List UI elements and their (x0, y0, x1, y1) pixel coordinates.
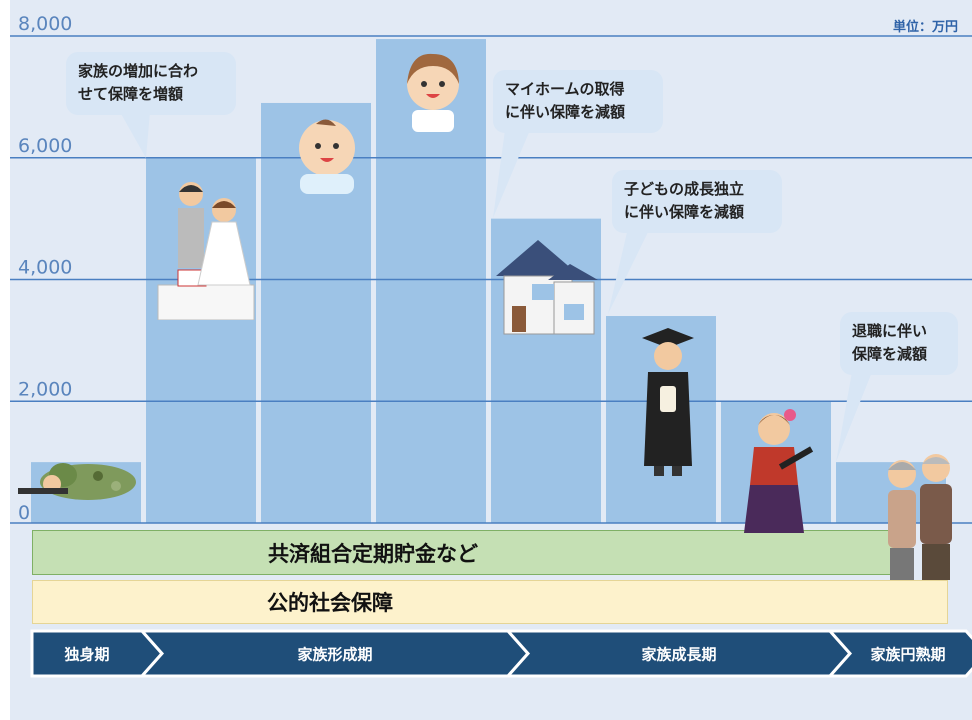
callout-tail-0 (120, 112, 150, 158)
y-tick-label-4: 0 (18, 502, 30, 524)
soldier-icon (18, 463, 136, 500)
callout-tail-3 (836, 372, 872, 462)
stage-label-3: 家族円熟期 (870, 646, 945, 664)
y-tick-label-2: 4,000 (18, 257, 72, 279)
callout-tail-1 (493, 130, 530, 218)
y-tick-label-3: 2,000 (18, 378, 72, 400)
y-tick-label-0: 8,000 (18, 13, 72, 35)
elderly-couple-icon (888, 454, 952, 580)
graduate-icon (642, 328, 694, 476)
mutual-aid-band: 共済組合定期貯金など (32, 530, 904, 575)
stage-label-0: 独身期 (64, 646, 109, 664)
baby-icon (299, 119, 355, 194)
hakama-student-icon (744, 409, 814, 533)
callout-tail-2 (608, 228, 650, 314)
stage-arrow-3 (826, 629, 972, 678)
house-icon (496, 240, 598, 335)
life-stage-arrows: 独身期 家族形成期 家族成長期 家族円熟期 (30, 629, 972, 678)
public-security-band: 公的社会保障 (32, 580, 948, 624)
gridlines (10, 35, 972, 524)
y-axis-ticks: 8,000 6,000 4,000 2,000 0 (18, 13, 72, 524)
stage-label-1: 家族形成期 (297, 646, 372, 664)
unit-label: 単位：万円 (892, 20, 958, 35)
stage-label-2: 家族成長期 (641, 646, 716, 664)
callout-children: 子どもの成長独立 に伴い保障を減額 (612, 170, 782, 233)
y-tick-label-1: 6,000 (18, 135, 72, 157)
callout-home: マイホームの取得 に伴い保障を減額 (493, 70, 663, 133)
callout-tails (120, 112, 872, 462)
child-icon (407, 53, 459, 132)
callout-retirement: 退職に伴い 保障を減額 (840, 312, 958, 375)
callout-increase: 家族の増加に合わ せて保障を増額 (66, 52, 236, 115)
wedding-couple-icon (157, 182, 255, 320)
